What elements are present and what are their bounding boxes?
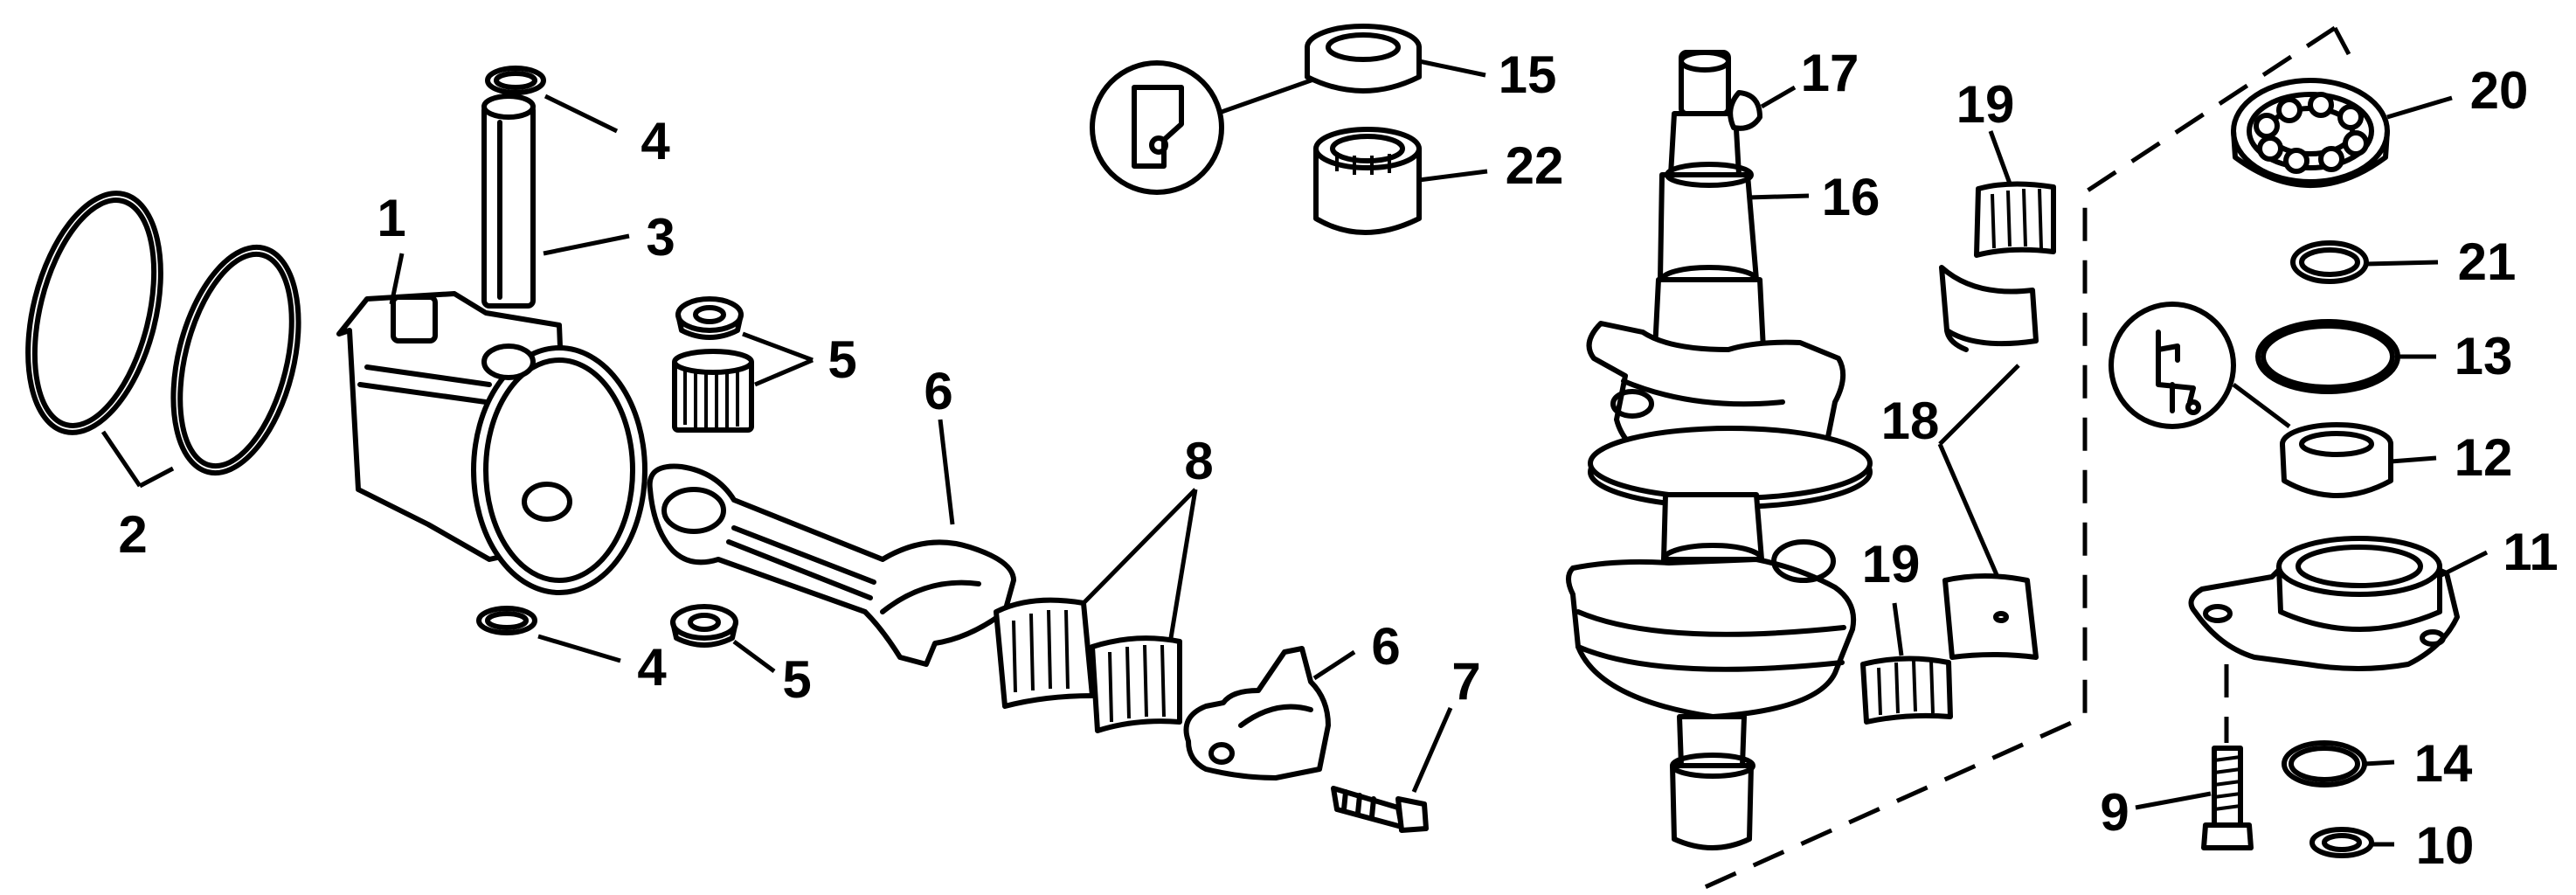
callout-labels: 1 2 3 4 4 5 5 6 6 7 8 9 10 11 12 13 14 1…	[118, 44, 2558, 875]
callout-3: 3	[646, 208, 675, 267]
housing-o-ring-part	[2282, 740, 2367, 787]
thrust-washer-lower-part	[670, 604, 738, 648]
bearing-housing-part	[2188, 536, 2460, 671]
main-bearing-cage-lower-part	[1860, 656, 1953, 725]
callout-4-lower: 4	[637, 638, 667, 697]
woodruff-key-part	[1728, 90, 1762, 131]
o-ring-part	[2255, 319, 2400, 394]
main-bearing-cage-upper-part	[1974, 181, 2056, 258]
callout-18: 18	[1881, 392, 1940, 450]
connecting-rod-cap-part	[1183, 646, 1331, 781]
seal-detail-bubble-lower	[2109, 302, 2291, 429]
crankpin-bearing-cage-left-part	[994, 597, 1095, 709]
callout-7: 7	[1451, 652, 1480, 711]
callout-6-cap: 6	[1371, 617, 1400, 676]
callout-8: 8	[1184, 432, 1213, 490]
callout-15: 15	[1499, 45, 1557, 104]
callout-6-rod: 6	[924, 362, 952, 420]
callout-17: 17	[1801, 44, 1859, 102]
callout-5-upper: 5	[828, 330, 856, 389]
callout-20: 20	[2470, 61, 2529, 120]
callout-11: 11	[2503, 523, 2558, 581]
wrist-pin-needle-bearing-part	[672, 349, 754, 433]
crankshaft-group-boundary	[1693, 25, 2351, 894]
leader-lines	[100, 59, 2489, 847]
ball-bearing-part	[2231, 78, 2390, 188]
bearing-liner-lower-part	[1942, 573, 2039, 660]
retaining-ring-upper-part	[485, 66, 546, 95]
callout-1: 1	[377, 189, 405, 247]
callout-21: 21	[2458, 232, 2517, 291]
thrust-washer-upper-part	[675, 296, 744, 340]
callout-19-upper: 19	[1956, 75, 2015, 134]
crankpin-bearing-cage-right-part	[1090, 635, 1182, 733]
piston-part	[336, 291, 647, 595]
crankshaft-part	[1566, 50, 1873, 850]
callout-14: 14	[2414, 734, 2473, 793]
callout-13: 13	[2455, 327, 2513, 385]
callout-16: 16	[1822, 168, 1880, 226]
callout-5-lower: 5	[782, 650, 811, 709]
callout-19-lower: 19	[1862, 535, 1921, 593]
bearing-retaining-ring-part	[2290, 240, 2369, 284]
piston-rings-part	[25, 191, 301, 476]
bearing-liner-upper-part	[1939, 265, 2039, 352]
callout-2: 2	[118, 505, 147, 564]
crankshaft-needle-bearing-part	[1313, 127, 1422, 235]
piston-pin-part	[481, 94, 536, 309]
callout-4-upper: 4	[641, 112, 670, 170]
callout-9: 9	[2100, 783, 2129, 842]
lower-crankshaft-seal-part	[2280, 422, 2393, 498]
callout-22: 22	[1506, 136, 1564, 195]
seal-detail-bubble	[1090, 60, 1317, 195]
rod-bolt-part	[1331, 786, 1429, 833]
callout-12: 12	[2455, 428, 2513, 487]
callout-10: 10	[2416, 816, 2475, 875]
retaining-ring-lower-part	[476, 606, 537, 635]
crankshaft-seal-part	[1305, 24, 1422, 94]
washer-part	[2309, 827, 2374, 858]
housing-screw-part	[2201, 664, 2254, 850]
